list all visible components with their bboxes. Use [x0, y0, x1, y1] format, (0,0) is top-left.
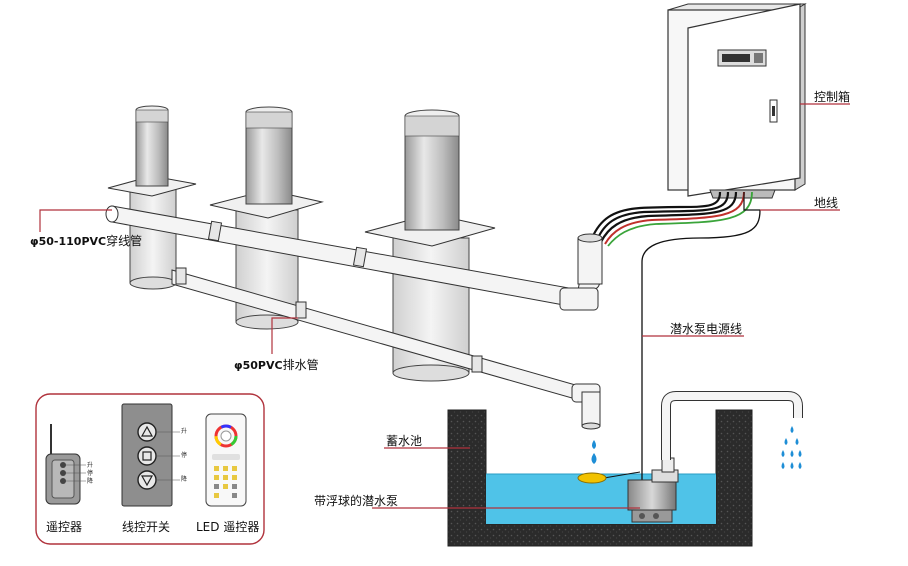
conduit-pipe	[105, 205, 603, 311]
drain-water-drops	[591, 440, 597, 464]
remote-up-label: 升	[87, 462, 94, 469]
handheld-remote	[45, 424, 86, 505]
switch-stop-label: 停	[181, 452, 188, 459]
led-remote	[205, 413, 247, 507]
label-pvc-conduit-text: 穿线管	[106, 234, 143, 248]
switch-down-label: 降	[181, 476, 188, 483]
label-drain-pipe-text: 排水管	[282, 358, 319, 372]
label-control-box: 控制箱	[814, 90, 851, 104]
wired-switch	[121, 403, 180, 507]
label-ground-wire: 地线	[814, 196, 839, 210]
bollard-1	[107, 105, 197, 290]
controls-panel	[35, 393, 265, 545]
label-pvc-conduit-spec: φ50-110PVC	[30, 235, 107, 248]
control-box	[667, 3, 807, 199]
caption-wired-switch: 线控开关	[122, 520, 171, 534]
remote-stop-label: 停	[87, 470, 94, 477]
remote-down-label: 降	[87, 478, 94, 485]
drain-pipe	[171, 267, 601, 430]
label-pump-power-line: 潜水泵电源线	[670, 322, 743, 336]
label-float-pump: 带浮球的潜水泵	[314, 494, 399, 508]
float-ball	[577, 471, 641, 484]
caption-led-remote: LED 遥控器	[196, 520, 260, 534]
outlet-water-drops	[781, 426, 802, 469]
cable-bundle	[590, 191, 760, 247]
pump-power-line	[641, 209, 761, 480]
label-pvc-conduit: φ50-110PVC穿线管	[30, 234, 142, 249]
switch-up-label: 升	[181, 428, 188, 435]
submersible-pump	[627, 457, 679, 523]
label-drain-pipe: φ50PVC排水管	[234, 358, 319, 373]
label-drain-pipe-spec: φ50PVC	[234, 359, 283, 372]
label-reservoir: 蓄水池	[386, 434, 423, 448]
leader-lines	[39, 103, 850, 509]
caption-remote: 遥控器	[46, 520, 83, 534]
pump-outlet-pipe	[661, 391, 803, 460]
